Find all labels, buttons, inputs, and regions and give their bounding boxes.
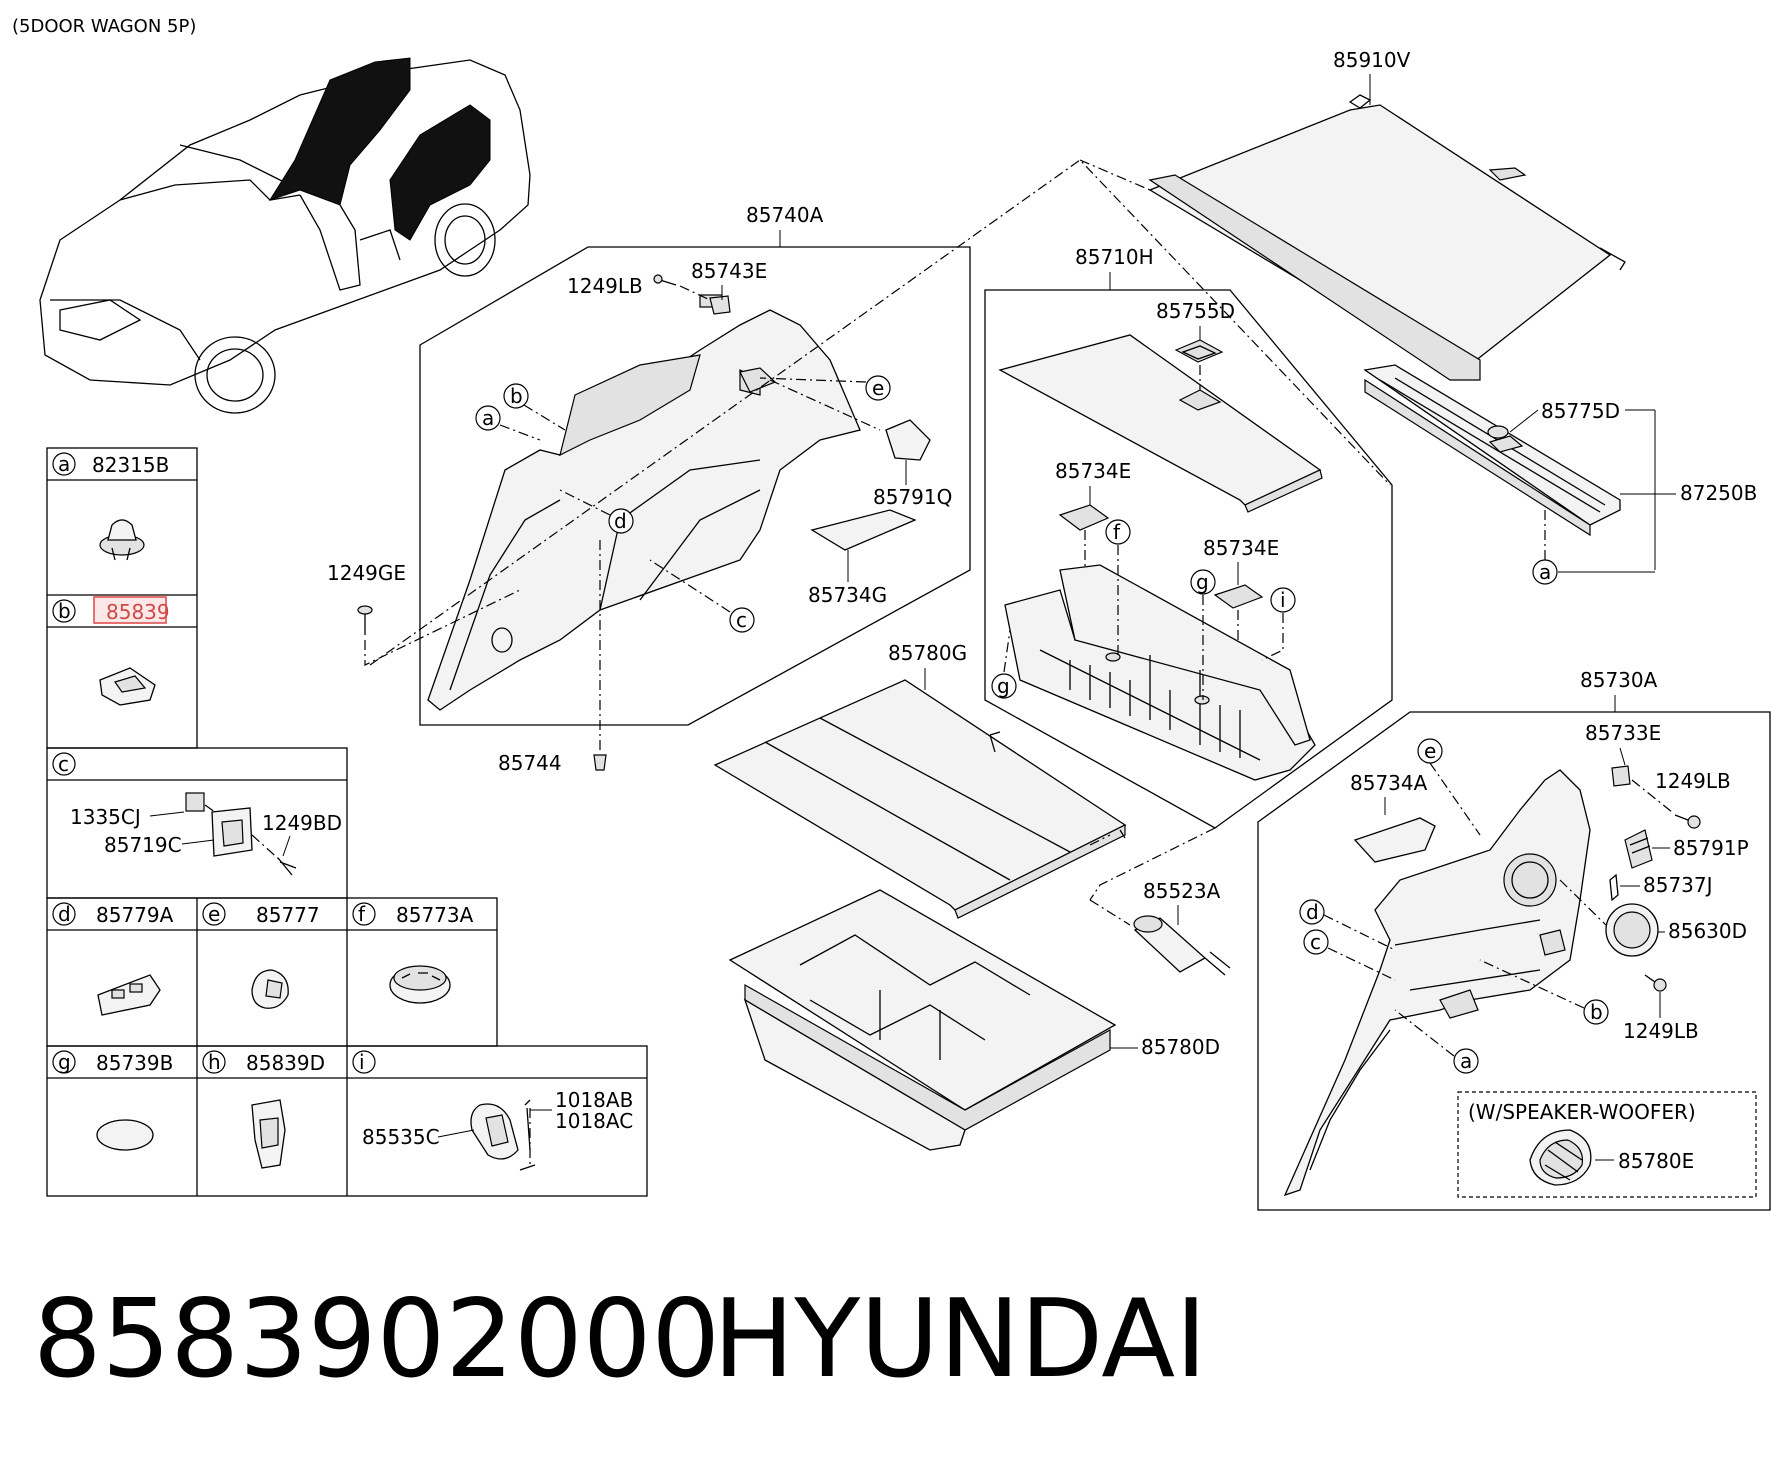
- car-illustration: [39, 57, 531, 414]
- variant-label: (5DOOR WAGON 5P): [12, 16, 196, 37]
- clip-85839D-drawing: [251, 1099, 286, 1169]
- legend-i-part-85535C: 85535C: [362, 1125, 440, 1149]
- callout-85630D: 85630D: [1668, 919, 1747, 943]
- ref-c-2: c: [1310, 930, 1321, 954]
- clip-85777-drawing: [251, 969, 289, 1009]
- floor-board-group: 85780G: [713, 641, 1127, 919]
- ref-f-1: f: [1113, 520, 1121, 544]
- callout-85791Q: 85791Q: [873, 485, 952, 509]
- callout-85734G: 85734G: [808, 583, 887, 607]
- ref-d-1: d: [614, 509, 627, 533]
- callout-85734E-a: 85734E: [1055, 459, 1131, 483]
- legend-c-part-1335CJ: 1335CJ: [70, 805, 141, 829]
- legend-table: a 82315B b 85839 c d 85779A e 85777 f 85…: [46, 447, 648, 1197]
- callout-85775D: 85775D: [1541, 399, 1620, 423]
- grommet-85719C-drawing: [185, 792, 297, 876]
- callout-85734A: 85734A: [1350, 771, 1428, 795]
- footer-brand: HYUNDAI: [713, 1277, 1207, 1402]
- ref-a-3: a: [1460, 1049, 1472, 1073]
- callout-85737J: 85737J: [1643, 873, 1713, 897]
- callout-85744: 85744: [498, 751, 562, 775]
- legend-key-c: c: [58, 752, 69, 776]
- callout-85791P: 85791P: [1673, 836, 1749, 860]
- legend-key-i: i: [359, 1050, 365, 1074]
- legend-key-f: f: [358, 902, 366, 926]
- ref-i-1: i: [1280, 588, 1286, 612]
- callout-85740A: 85740A: [746, 203, 824, 227]
- callout-85780E: 85780E: [1618, 1149, 1694, 1173]
- clip-85779A-drawing: [97, 974, 161, 1016]
- quarter-trim-lh-group: 85740A 1249LB 85743E 85791Q 85734G a: [327, 203, 971, 775]
- cargo-tub-group: 85780D: [728, 889, 1220, 1151]
- legend-key-b: b: [58, 599, 71, 623]
- legend-c-part-1249BD: 1249BD: [262, 811, 342, 835]
- quarter-trim-rh-group: 85730A 85733E 1249LB 85734A 85791P 85737…: [1257, 668, 1771, 1211]
- callout-85780G: 85780G: [888, 641, 967, 665]
- legend-key-h: h: [208, 1050, 221, 1074]
- highlight-box: [93, 596, 167, 624]
- sill-plate-group: 85775D 87250B a: [1363, 364, 1757, 585]
- callout-85733E: 85733E: [1585, 721, 1661, 745]
- ref-b-1: b: [510, 384, 523, 408]
- callout-1249LB-b: 1249LB: [1655, 769, 1731, 793]
- legend-part-h: 85839D: [246, 1051, 325, 1075]
- callout-1249LB-a: 1249LB: [567, 274, 643, 298]
- legend-part-d: 85779A: [96, 903, 174, 927]
- legend-key-a: a: [58, 452, 70, 476]
- ref-c-1: c: [736, 608, 747, 632]
- callout-87250B: 87250B: [1680, 481, 1757, 505]
- legend-c-part-85719C: 85719C: [104, 833, 182, 857]
- ref-d-2: d: [1306, 900, 1319, 924]
- woofer-note: (W/SPEAKER-WOOFER): [1468, 1100, 1696, 1124]
- ref-e-1: e: [872, 376, 884, 400]
- callout-1249GE: 1249GE: [327, 561, 406, 585]
- callout-85743E: 85743E: [691, 259, 767, 283]
- footer-part-number: 8583902000: [33, 1277, 720, 1402]
- legend-part-e: 85777: [256, 903, 320, 927]
- luggage-board-group: 85710H 85755D 85734E 85734E f g: [984, 245, 1393, 829]
- bracket-85535C-drawing: [470, 1099, 536, 1171]
- ref-g-2: g: [997, 674, 1010, 698]
- clip-85839-drawing: [99, 667, 156, 706]
- callout-85710H: 85710H: [1075, 245, 1154, 269]
- legend-i-part-1018AB: 1018AB: [555, 1088, 633, 1112]
- clip-82315B-drawing: [99, 519, 145, 561]
- ref-a-1: a: [482, 406, 494, 430]
- callout-85523A: 85523A: [1143, 879, 1221, 903]
- callout-85734E-b: 85734E: [1203, 536, 1279, 560]
- woofer-option-box: [1457, 1091, 1757, 1198]
- legend-part-f: 85773A: [396, 903, 474, 927]
- legend-i-part-1018AC: 1018AC: [555, 1109, 633, 1133]
- legend-key-d: d: [58, 902, 71, 926]
- ref-e-2: e: [1424, 739, 1436, 763]
- legend-part-g: 85739B: [96, 1051, 173, 1075]
- callout-85755D: 85755D: [1156, 299, 1235, 323]
- callout-1249LB-c: 1249LB: [1623, 1019, 1699, 1043]
- cargo-cover-group: 85910V: [1079, 48, 1626, 381]
- ref-a-2: a: [1539, 560, 1551, 584]
- legend-part-a: 82315B: [92, 453, 169, 477]
- plug-85773A-drawing: [389, 965, 451, 1004]
- ref-b-2: b: [1590, 1000, 1603, 1024]
- callout-85910V: 85910V: [1333, 48, 1411, 72]
- plug-85739B-drawing: [96, 1119, 154, 1151]
- legend-key-g: g: [58, 1050, 71, 1074]
- lamp-85523A-group: 85523A: [1089, 879, 1231, 976]
- legend-key-e: e: [208, 902, 220, 926]
- callout-85780D: 85780D: [1141, 1035, 1220, 1059]
- ref-g-1: g: [1196, 570, 1209, 594]
- callout-85730A: 85730A: [1580, 668, 1658, 692]
- legend-part-b: 85839: [106, 600, 170, 624]
